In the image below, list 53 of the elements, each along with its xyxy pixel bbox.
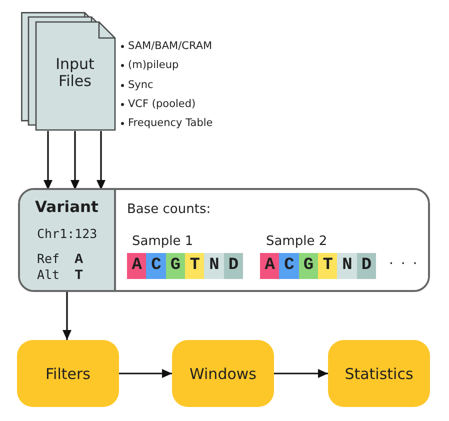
variant-card [18,188,430,292]
base-letter: C [151,256,162,276]
arrow [44,131,52,190]
list-item: Frequency Table [128,116,213,132]
document-stack [21,12,116,131]
list-item: Sync [128,78,154,93]
base-tile [260,253,280,279]
base-letter: D [228,256,239,276]
arrow [119,369,172,378]
list-item: (m)pileup [128,58,179,74]
allele-text: Ref A [37,251,84,268]
process-box [328,340,430,407]
base-letter: A [132,256,142,276]
process-box [172,340,274,407]
arrow [70,131,80,190]
base-tile [184,253,205,279]
box-label: Statistics [344,364,414,382]
sample-label: Sample 2 [266,234,328,250]
base-letter: C [284,256,294,276]
variant-panel [20,190,116,290]
sample-label: Sample 1 [132,234,194,250]
list-item: SAM/BAM/CRAM [128,39,212,54]
process-box [17,340,119,407]
base-letter: G [303,256,314,276]
box-label: Windows [190,364,256,382]
base-tile [127,253,147,279]
base-letter: G [170,256,181,276]
allele-text: Alt T [37,267,84,284]
base-tile [356,253,376,279]
base-tile [337,253,358,279]
arrow [274,369,328,378]
list-item: VCF (pooled) [128,96,196,112]
position-text: Chr1:123 [37,226,98,241]
base-tile [318,253,338,279]
base-tile [224,253,244,279]
base-tile [166,253,186,279]
arrow [96,131,106,190]
base-letter: D [361,256,372,276]
base-tile [279,253,300,279]
stack-label: Input Files [54,56,96,90]
panel-title: Variant [35,198,98,216]
ellipsis: · · · [389,256,419,272]
base-tile [204,253,224,279]
base-letter: T [190,256,200,276]
base-letter: A [264,256,275,276]
base-letter: N [209,256,220,276]
panel-title: Base counts: [127,202,211,218]
base-tile [146,253,166,279]
base-letter: N [342,256,352,276]
base-tile [298,253,318,279]
base-letter: T [322,256,333,276]
box-label: Filters [46,364,90,382]
arrow [62,290,72,340]
